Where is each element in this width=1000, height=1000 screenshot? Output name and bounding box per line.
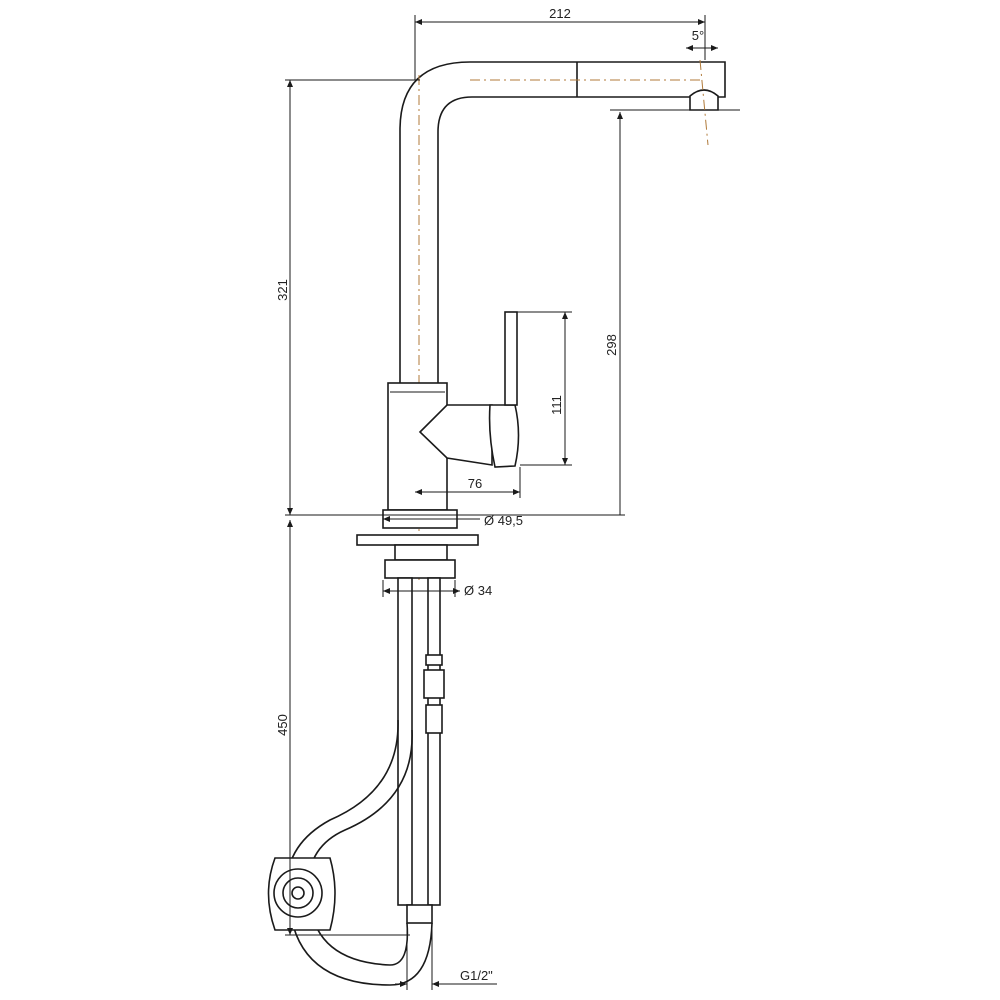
dim-base-diameter: Ø 49,5 (484, 513, 523, 528)
dim-spout-angle: 5° (692, 28, 704, 43)
aerator (689, 89, 719, 111)
lever-handle[interactable] (504, 311, 518, 406)
dim-lever-offset: 76 (468, 476, 482, 491)
dim-spout-reach: 212 (549, 6, 571, 21)
hose-weight (267, 857, 336, 931)
supply-pipe (397, 577, 413, 906)
supply-pipe (427, 577, 441, 906)
dim-hose-length: 450 (275, 714, 290, 736)
hose-nut (406, 904, 433, 924)
dim-total-height: 321 (275, 279, 290, 301)
dimension-lines: 212 5° 321 298 111 76 Ø 49,5 Ø 34 450 G1… (275, 6, 718, 990)
mounting-assembly (356, 534, 479, 924)
dim-connection-thread: G1/2" (460, 968, 493, 983)
mixer-body (382, 311, 520, 529)
spout (399, 59, 740, 580)
dim-spout-height: 298 (604, 334, 619, 356)
dim-lever-height: 111 (549, 395, 564, 415)
dim-shank-diameter: Ø 34 (464, 583, 492, 598)
lever-knob (488, 404, 520, 468)
